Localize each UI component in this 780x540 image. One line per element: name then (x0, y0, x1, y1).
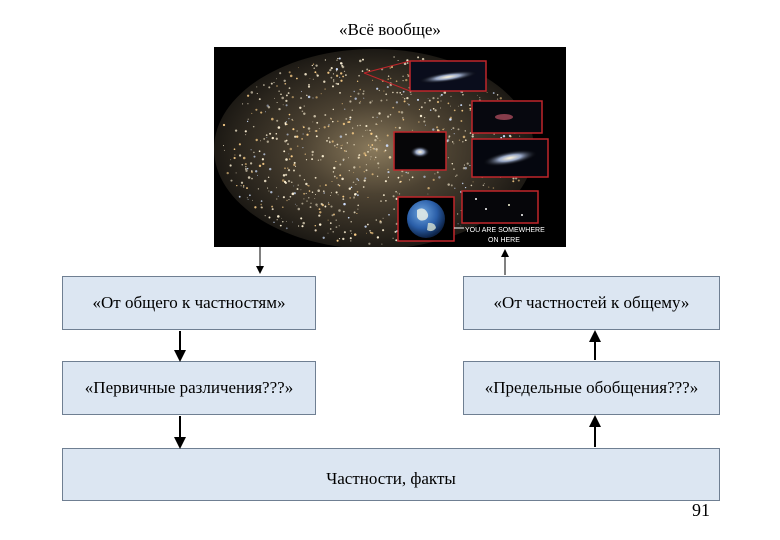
box-primary-distinctions: «Первичные различения???» (62, 361, 316, 415)
inset-center (393, 131, 447, 171)
diagram-title: «Всё вообще» (339, 20, 441, 39)
box-particulars-facts-label: Частности, факты (326, 468, 456, 488)
box-particulars-facts: Частности, факты (62, 448, 720, 501)
image-caption-line1: YOU ARE SOMEWHERE (465, 227, 545, 234)
inset-bottom-right (461, 190, 539, 224)
inset-right-1 (471, 100, 543, 134)
universe-image: YOU ARE SOMEWHERE ON HERE (214, 47, 566, 247)
earth-inset (397, 196, 464, 242)
box-general-to-particular-label: «От общего к частностям» (92, 293, 286, 312)
box-general-to-particular: «От общего к частностям» (62, 276, 316, 330)
inset-top (363, 60, 487, 92)
box-primary-distinctions-label: «Первичные различения???» (84, 378, 294, 397)
box-ultimate-generalizations: «Предельные обобщения???» (463, 361, 720, 415)
universe-illustration: YOU ARE SOMEWHERE ON HERE (214, 49, 549, 247)
image-caption-line2: ON HERE (488, 237, 520, 244)
box-particular-to-general: «От частностей к общему» (463, 276, 720, 330)
box-particular-to-general-label: «От частностей к общему» (493, 293, 690, 312)
page-number: 91 (692, 500, 710, 520)
box-ultimate-generalizations-label: «Предельные обобщения???» (484, 378, 699, 397)
inset-right-2 (471, 138, 549, 178)
